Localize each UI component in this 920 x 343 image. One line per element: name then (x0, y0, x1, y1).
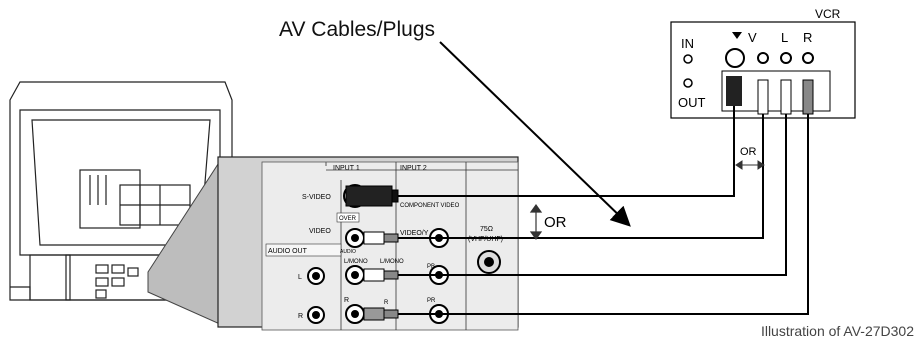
vcr-in-label: IN (681, 36, 694, 51)
or-vertical-arrow (529, 203, 543, 241)
label-l-mono-1: L/MONO (344, 259, 368, 265)
vcr-s-video-plug (726, 76, 742, 106)
label-video: VIDEO (309, 228, 331, 235)
or-vertical-label: OR (544, 214, 567, 231)
panel-labels: INPUT 1 INPUT 2 S-VIDEO OVER VIDEO COMPO… (268, 165, 503, 320)
diagram-title: AV Cables/Plugs (279, 18, 436, 41)
label-input-1: INPUT 1 (333, 165, 360, 172)
audio-r-plug (363, 307, 385, 321)
vcr-label: VCR (815, 7, 841, 21)
av-cables (398, 106, 809, 315)
video-plug (363, 231, 385, 245)
label-s-video: S-VIDEO (302, 194, 331, 201)
label-component-video: COMPONENT VIDEO (400, 203, 460, 209)
label-l-mono-2: L/MONO (380, 259, 404, 265)
label-audio-out: AUDIO OUT (268, 248, 308, 255)
or-horizontal-label: OR (740, 146, 757, 158)
label-pb: PB (427, 264, 435, 270)
vcr-out-label: OUT (678, 95, 706, 110)
vcr-l-label: L (781, 30, 788, 45)
vcr-v-label: V (748, 30, 757, 45)
label-audio-small: AUDIO (340, 249, 356, 255)
or-horizontal-arrow (735, 160, 765, 170)
label-r-1: R (344, 297, 349, 304)
label-pr: PR (427, 298, 436, 304)
label-vhf-uhf: (VHF/UHF) (468, 236, 503, 243)
label-video-y: VIDEO/Y (400, 230, 429, 237)
vcr-r-label: R (803, 30, 812, 45)
illustration-caption: Illustration of AV-27D302 (760, 323, 914, 339)
audio-l-plug (363, 268, 385, 282)
label-75-ohm: 75Ω (480, 226, 493, 233)
callout-arrow (439, 41, 631, 227)
tv-plugs (345, 185, 399, 321)
label-input-2: INPUT 2 (400, 165, 427, 172)
label-over: OVER (339, 216, 357, 222)
label-r-2: R (384, 300, 389, 306)
vcr-panel: VCR IN OUT V L R (670, 7, 856, 119)
label-r-out: R (298, 313, 303, 320)
label-l-out: L (298, 274, 302, 281)
s-video-plug (345, 185, 393, 207)
